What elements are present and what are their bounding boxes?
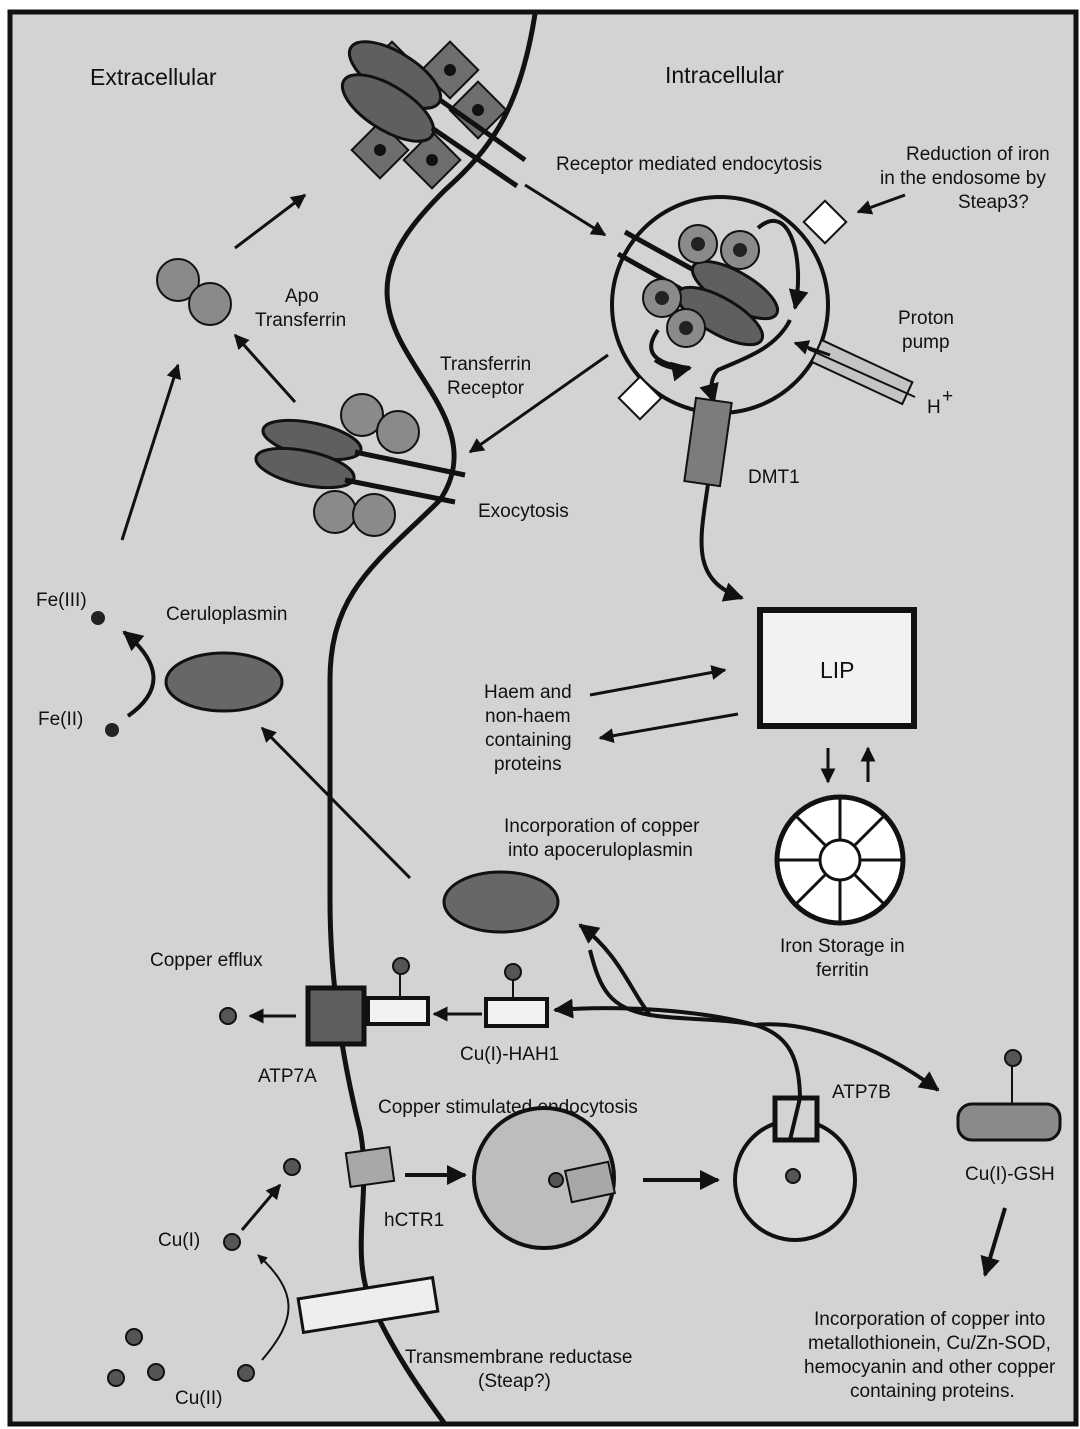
incorp-final-label-1: Incorporation of copper into: [814, 1309, 1045, 1330]
cu-endosome-copper: [549, 1173, 563, 1187]
effluxed-copper: [220, 1008, 236, 1024]
atp7b-label: ATP7B: [832, 1082, 891, 1103]
exocytosis-label: Exocytosis: [478, 501, 569, 522]
incorp-final-label-3: hemocyanin and other copper: [804, 1357, 1056, 1378]
incorp-cu-label-2: into apoceruloplasmin: [508, 840, 693, 861]
apo-label-1: Apo: [285, 286, 319, 307]
proton-label-1: Proton: [898, 308, 954, 329]
receptor-endocytosis-label: Receptor mediated endocytosis: [556, 154, 822, 175]
tfr-label-2: Receptor: [447, 378, 525, 399]
cu1-ion-top: [284, 1159, 300, 1175]
incorp-cu-label-1: Incorporation of copper: [504, 816, 700, 837]
fe3-label: Fe(III): [36, 590, 87, 611]
cu2-label: Cu(II): [175, 1388, 223, 1409]
haem-label-4: proteins: [494, 754, 562, 775]
hah1-chaperone: [486, 999, 547, 1026]
h-plus-superscript: +: [942, 386, 953, 407]
cu1-ion: [224, 1234, 240, 1250]
fe3-ion: [91, 611, 105, 625]
gsh-label: Cu(I)-GSH: [965, 1164, 1055, 1185]
fe2-label: Fe(II): [38, 709, 83, 730]
dmt1-label: DMT1: [748, 467, 800, 488]
fe2-ion: [105, 723, 119, 737]
reduction-label-3: Steap3?: [958, 192, 1029, 213]
haem-label-3: containing: [485, 730, 572, 751]
hctr1-label: hCTR1: [384, 1210, 444, 1231]
cu2-ion-4: [238, 1365, 254, 1381]
h-plus-label: H: [927, 397, 941, 418]
ferritin-label-2: ferritin: [816, 960, 869, 981]
reduction-label-2: in the endosome by: [880, 168, 1046, 189]
hah1-label: Cu(I)-HAH1: [460, 1044, 559, 1065]
gsh-copper: [1005, 1050, 1021, 1066]
haem-label-1: Haem and: [484, 682, 572, 703]
hctr1-transporter: [346, 1147, 394, 1187]
lip-label: LIP: [820, 657, 855, 683]
apoceruloplasmin: [444, 872, 558, 932]
gsh-complex: [958, 1104, 1060, 1140]
ferritin-label-1: Iron Storage in: [780, 936, 905, 957]
apo-label-2: Transferrin: [255, 310, 346, 331]
incorp-final-label-2: metallothionein, Cu/Zn-SOD,: [808, 1333, 1051, 1354]
cu2-ion-1: [126, 1329, 142, 1345]
atp7a-label: ATP7A: [258, 1066, 317, 1087]
tfr-label-1: Transferrin: [440, 354, 531, 375]
cu2-ion-2: [108, 1370, 124, 1386]
atp7a-transporter: [308, 988, 364, 1044]
haem-label-2: non-haem: [485, 706, 571, 727]
ferritin: [777, 797, 903, 923]
proton-label-2: pump: [902, 332, 950, 353]
reduction-label-1: Reduction of iron: [906, 144, 1050, 165]
intracellular-label: Intracellular: [665, 62, 784, 88]
hah1-copper: [505, 964, 521, 980]
extracellular-label: Extracellular: [90, 64, 217, 90]
atp7b-copper: [786, 1169, 800, 1183]
reductase-label-1: Transmembrane reductase: [405, 1347, 632, 1368]
cu-endocytosis-label: Copper stimulated endocytosis: [378, 1097, 638, 1118]
copper-efflux-label: Copper efflux: [150, 950, 263, 971]
ceruloplasmin-label: Ceruloplasmin: [166, 604, 287, 625]
incorp-final-label-4: containing proteins.: [850, 1381, 1015, 1402]
atp7a-cu-domain: [368, 998, 428, 1024]
cu1-label: Cu(I): [158, 1230, 200, 1251]
ceruloplasmin: [166, 653, 282, 711]
cu2-ion-3: [148, 1364, 164, 1380]
reductase-label-2: (Steap?): [478, 1371, 551, 1392]
atp7a-copper: [393, 958, 409, 974]
